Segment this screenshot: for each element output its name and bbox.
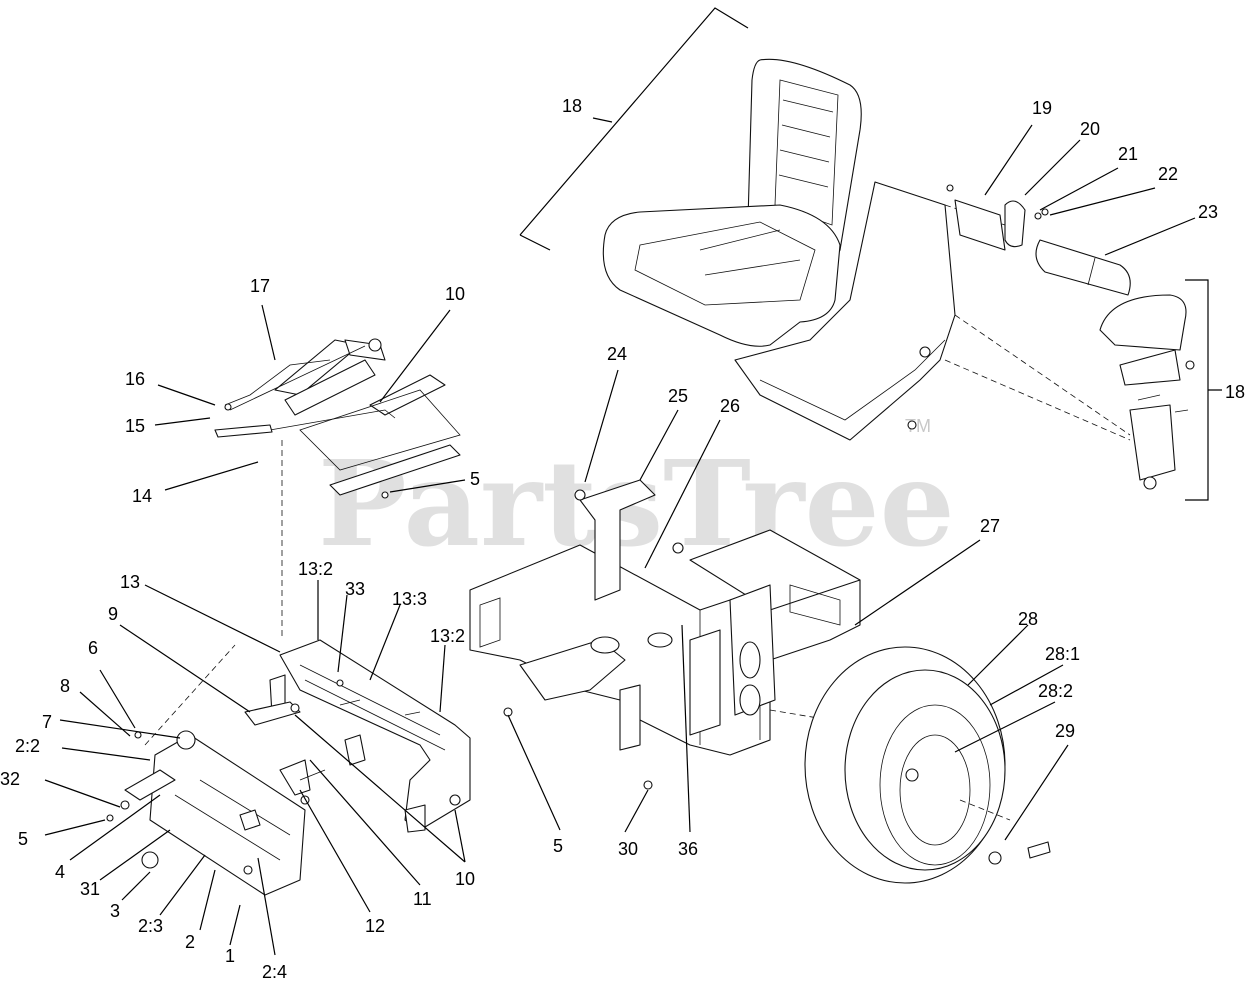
seat-cushion-drawing [602, 58, 862, 347]
label-part-6: 6 [88, 638, 98, 658]
label-part-28-1: 28:1 [1045, 644, 1080, 664]
label-part-24: 24 [607, 344, 627, 364]
label-part-2-2: 2:2 [15, 736, 40, 756]
seat-hardware-drawing [946, 184, 1131, 296]
seat-slide-drawing [214, 338, 461, 499]
leader-lines [44, 7, 1222, 956]
label-part-10-lower: 10 [455, 869, 475, 889]
label-part-15: 15 [125, 416, 145, 436]
label-part-2-3: 2:3 [138, 916, 163, 936]
label-part-13-2-right: 13:2 [430, 626, 465, 646]
label-part-16: 16 [125, 369, 145, 389]
label-part-33: 33 [345, 579, 365, 599]
label-part-5-frame: 5 [553, 836, 563, 856]
label-part-18: 18 [562, 96, 582, 116]
label-part-21: 21 [1118, 144, 1138, 164]
label-part-8: 8 [60, 676, 70, 696]
label-part-36: 36 [678, 839, 698, 859]
label-part-2: 2 [185, 932, 195, 952]
label-part-13: 13 [120, 572, 140, 592]
label-part-25: 25 [668, 386, 688, 406]
label-part-5-slide: 5 [470, 469, 480, 489]
label-part-10-upper: 10 [445, 284, 465, 304]
seat-base-drawing [269, 639, 471, 833]
label-part-9: 9 [108, 604, 118, 624]
label-part-26: 26 [720, 396, 740, 416]
label-part-4: 4 [55, 862, 65, 882]
label-part-32: 32 [0, 769, 20, 789]
label-part-12: 12 [365, 916, 385, 936]
label-part-17: 17 [250, 276, 270, 296]
label-part-20: 20 [1080, 119, 1100, 139]
armrest-drawing [1099, 294, 1195, 490]
label-part-28-2: 28:2 [1038, 681, 1073, 701]
label-part-22: 22 [1158, 164, 1178, 184]
label-part-11: 11 [413, 889, 432, 909]
part-labels: 18 19 20 21 22 23 18 17 10 16 15 14 5 24… [0, 96, 1245, 982]
label-part-29: 29 [1055, 721, 1075, 741]
label-part-28: 28 [1018, 609, 1038, 629]
main-frame-drawing [469, 479, 861, 790]
label-part-5-left: 5 [18, 829, 28, 849]
label-part-3: 3 [110, 901, 120, 921]
control-panel-drawing [106, 644, 306, 896]
label-part-18-armrest: 18 [1225, 382, 1245, 402]
label-part-13-2-left: 13:2 [298, 559, 333, 579]
wheel-drawing [804, 646, 1051, 884]
label-part-13-3: 13:3 [392, 589, 427, 609]
label-part-30: 30 [618, 839, 638, 859]
label-part-27: 27 [980, 516, 1000, 536]
label-part-19: 19 [1032, 98, 1052, 118]
label-part-23: 23 [1198, 202, 1218, 222]
label-part-2-4: 2:4 [262, 962, 287, 982]
label-part-1: 1 [225, 946, 235, 966]
label-part-7: 7 [42, 712, 52, 732]
seat-pan-drawing [734, 181, 1131, 441]
label-part-31: 31 [80, 879, 100, 899]
label-part-14: 14 [132, 486, 152, 506]
hardware-9-12-drawing [244, 701, 326, 805]
